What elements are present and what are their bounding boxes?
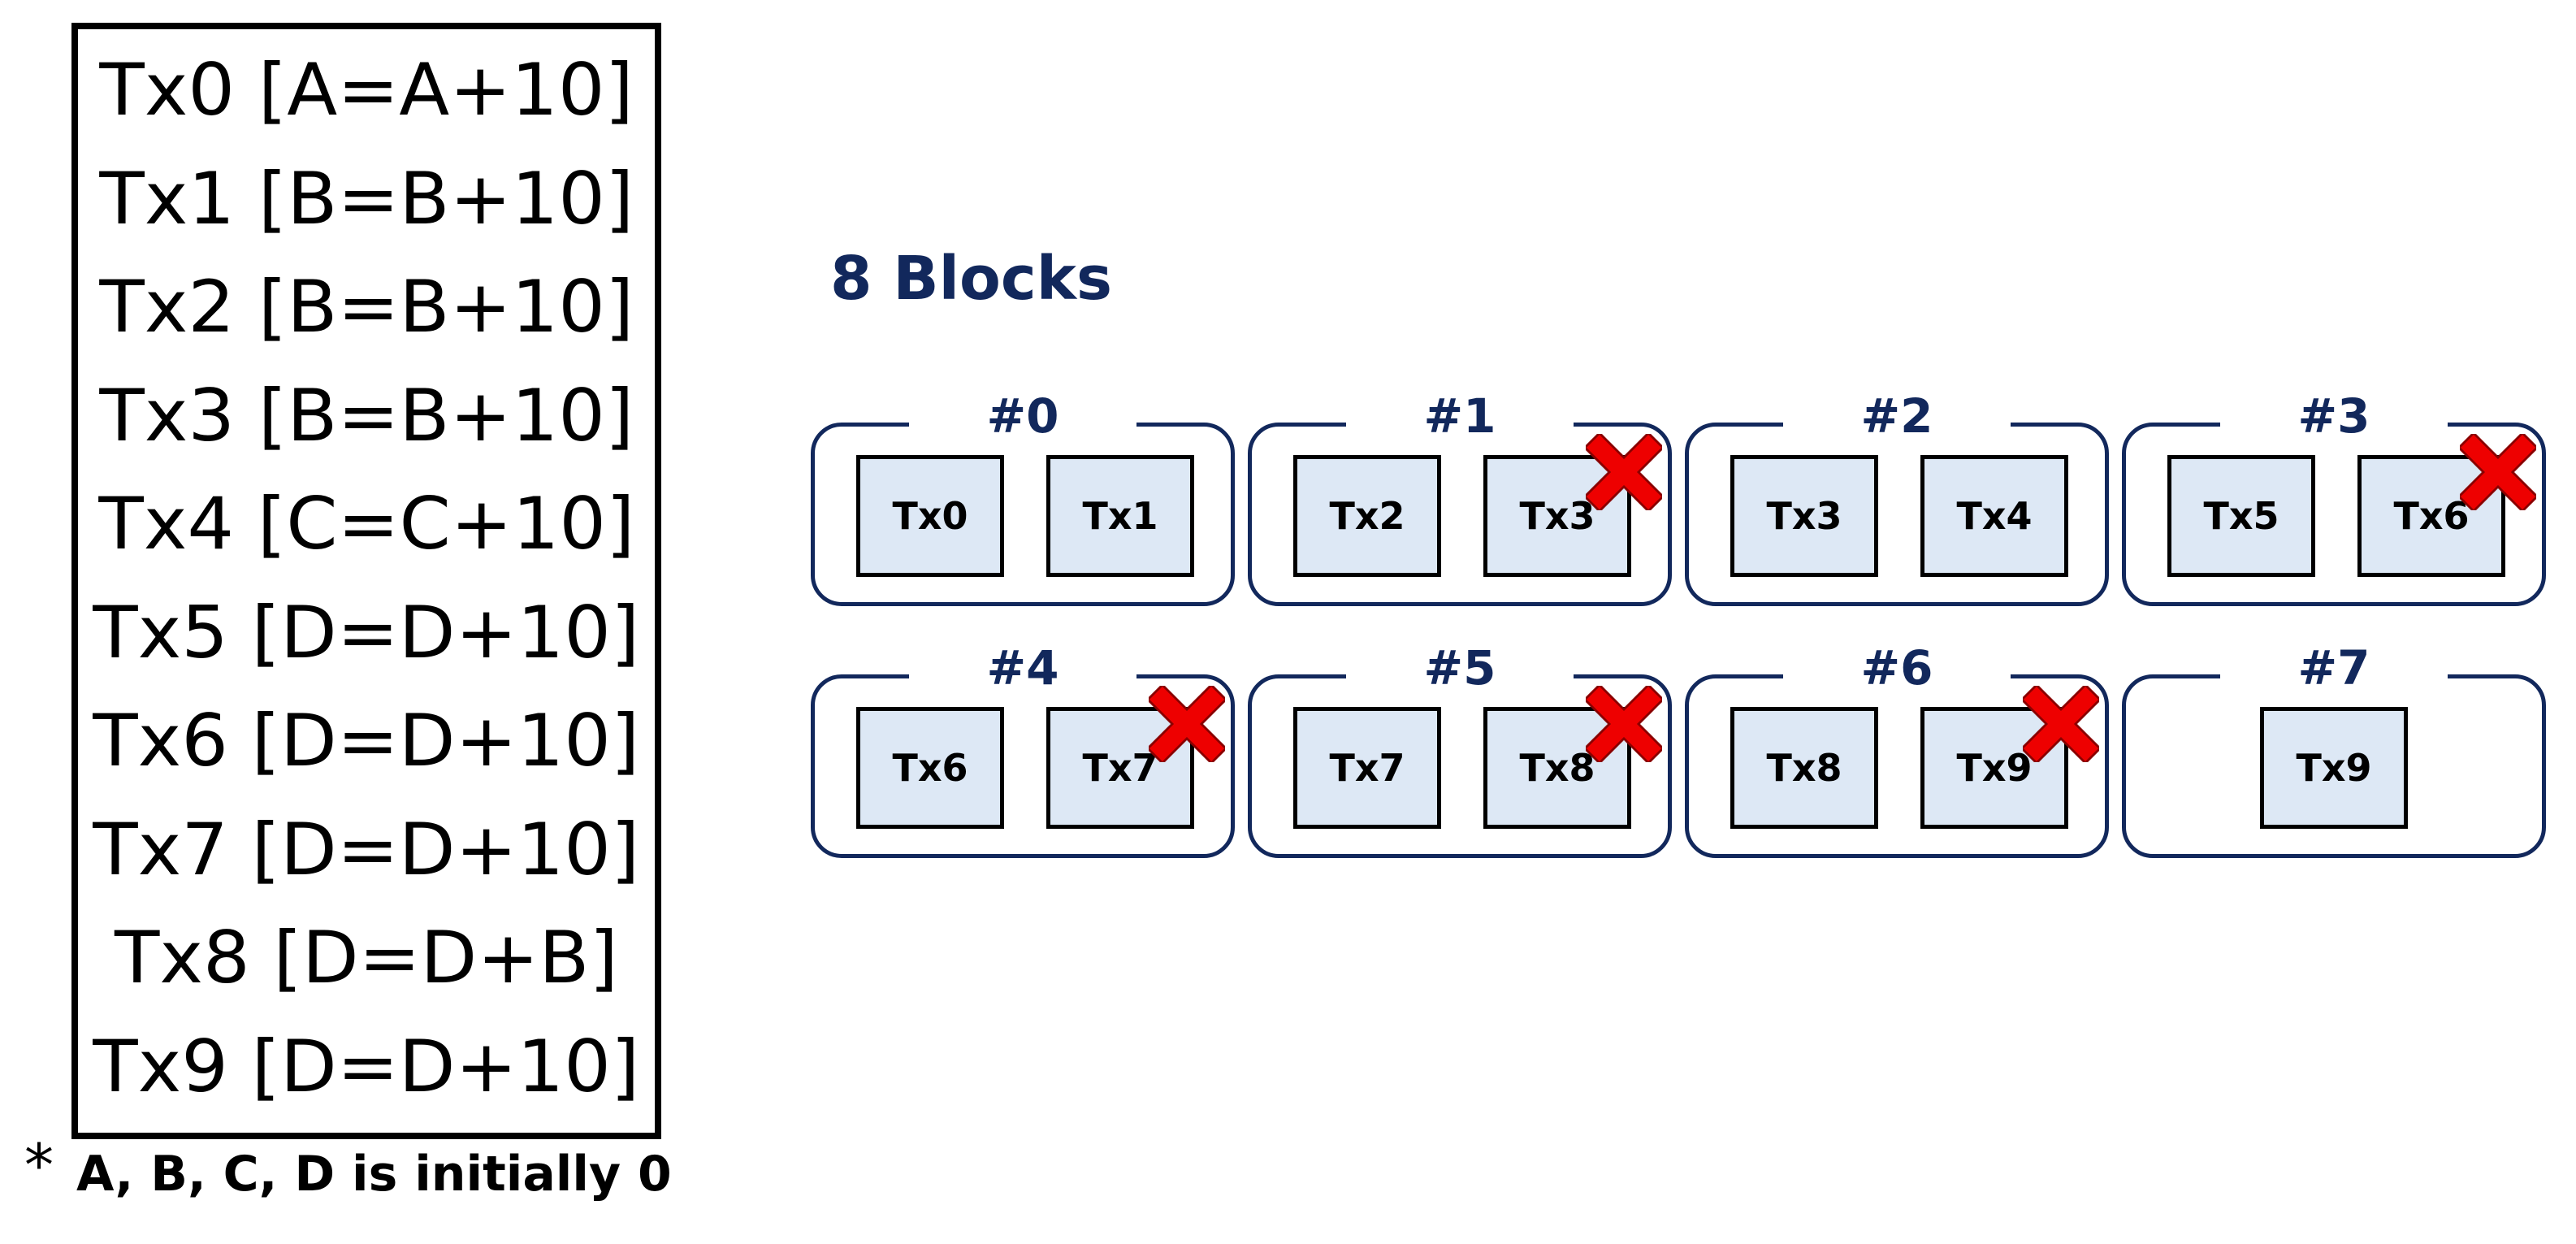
transaction-box: Tx7 [1293,707,1441,829]
block-label: #6 [1860,640,1933,696]
block-label: #4 [986,640,1059,696]
transaction-line: Tx9 [D=D+10] [93,1024,640,1108]
block-label: #1 [1423,388,1496,444]
red-x-icon [1149,686,1225,762]
transaction-line: Tx6 [D=D+10] [93,699,640,783]
block-frame [1248,669,1672,858]
red-x-icon [2460,434,2536,510]
block-frame [1685,417,2109,606]
block-frame [2122,669,2546,858]
transaction-line: Tx0 [A=A+10] [99,48,634,132]
block-frame-gap [2220,417,2448,433]
block-label: #0 [986,388,1059,444]
block-frame-gap [1783,417,2011,433]
block-frame-gap [1346,417,1574,433]
transaction-box: Tx8 [1730,707,1878,829]
block-frame [1248,417,1672,606]
red-x-icon [2023,686,2099,762]
block-frame-gap [909,669,1136,685]
transaction-box: Tx9 [1920,707,2068,829]
block-frame-gap [1346,669,1574,685]
transaction-box: Tx1 [1046,455,1194,577]
block-frame [2122,417,2546,606]
transaction-line: Tx3 [B=B+10] [99,373,634,457]
transaction-box: Tx0 [856,455,1004,577]
transaction-line: Tx7 [D=D+10] [93,807,640,891]
block-frame-gap [2220,669,2448,685]
transaction-box: Tx6 [856,707,1004,829]
transaction-line: Tx8 [D=D+B] [115,916,618,1000]
block-label: #7 [2297,640,2370,696]
transaction-box: Tx9 [2260,707,2408,829]
transaction-box: Tx5 [2167,455,2315,577]
transaction-box: Tx2 [1293,455,1441,577]
transaction-box: Tx3 [1730,455,1878,577]
block-label: #3 [2297,388,2370,444]
block-frame [811,417,1235,606]
block-frame [1685,669,2109,858]
block-frame-gap [909,417,1136,433]
transaction-box: Tx3 [1483,455,1631,577]
block-label: #2 [1860,388,1933,444]
footnote-asterisk: * [24,1131,54,1199]
transaction-line: Tx4 [C=C+10] [97,482,635,566]
transaction-list: Tx0 [A=A+10] Tx1 [B=B+10] Tx2 [B=B+10] T… [71,23,661,1139]
transaction-line: Tx5 [D=D+10] [93,590,640,674]
blocks-title: 8 Blocks [830,244,1112,314]
footnote-text: A, B, C, D is initially 0 [76,1146,672,1203]
block-frame-gap [1783,669,2011,685]
block-frame [811,669,1235,858]
block-label: #5 [1423,640,1496,696]
red-x-icon [1586,434,1662,510]
transaction-box: Tx4 [1920,455,2068,577]
red-x-icon [1586,686,1662,762]
transaction-line: Tx2 [B=B+10] [99,265,634,349]
footnote: * A, B, C, D is initially 0 [24,1131,672,1214]
transaction-line: Tx1 [B=B+10] [99,156,634,241]
transaction-box: Tx6 [2357,455,2505,577]
